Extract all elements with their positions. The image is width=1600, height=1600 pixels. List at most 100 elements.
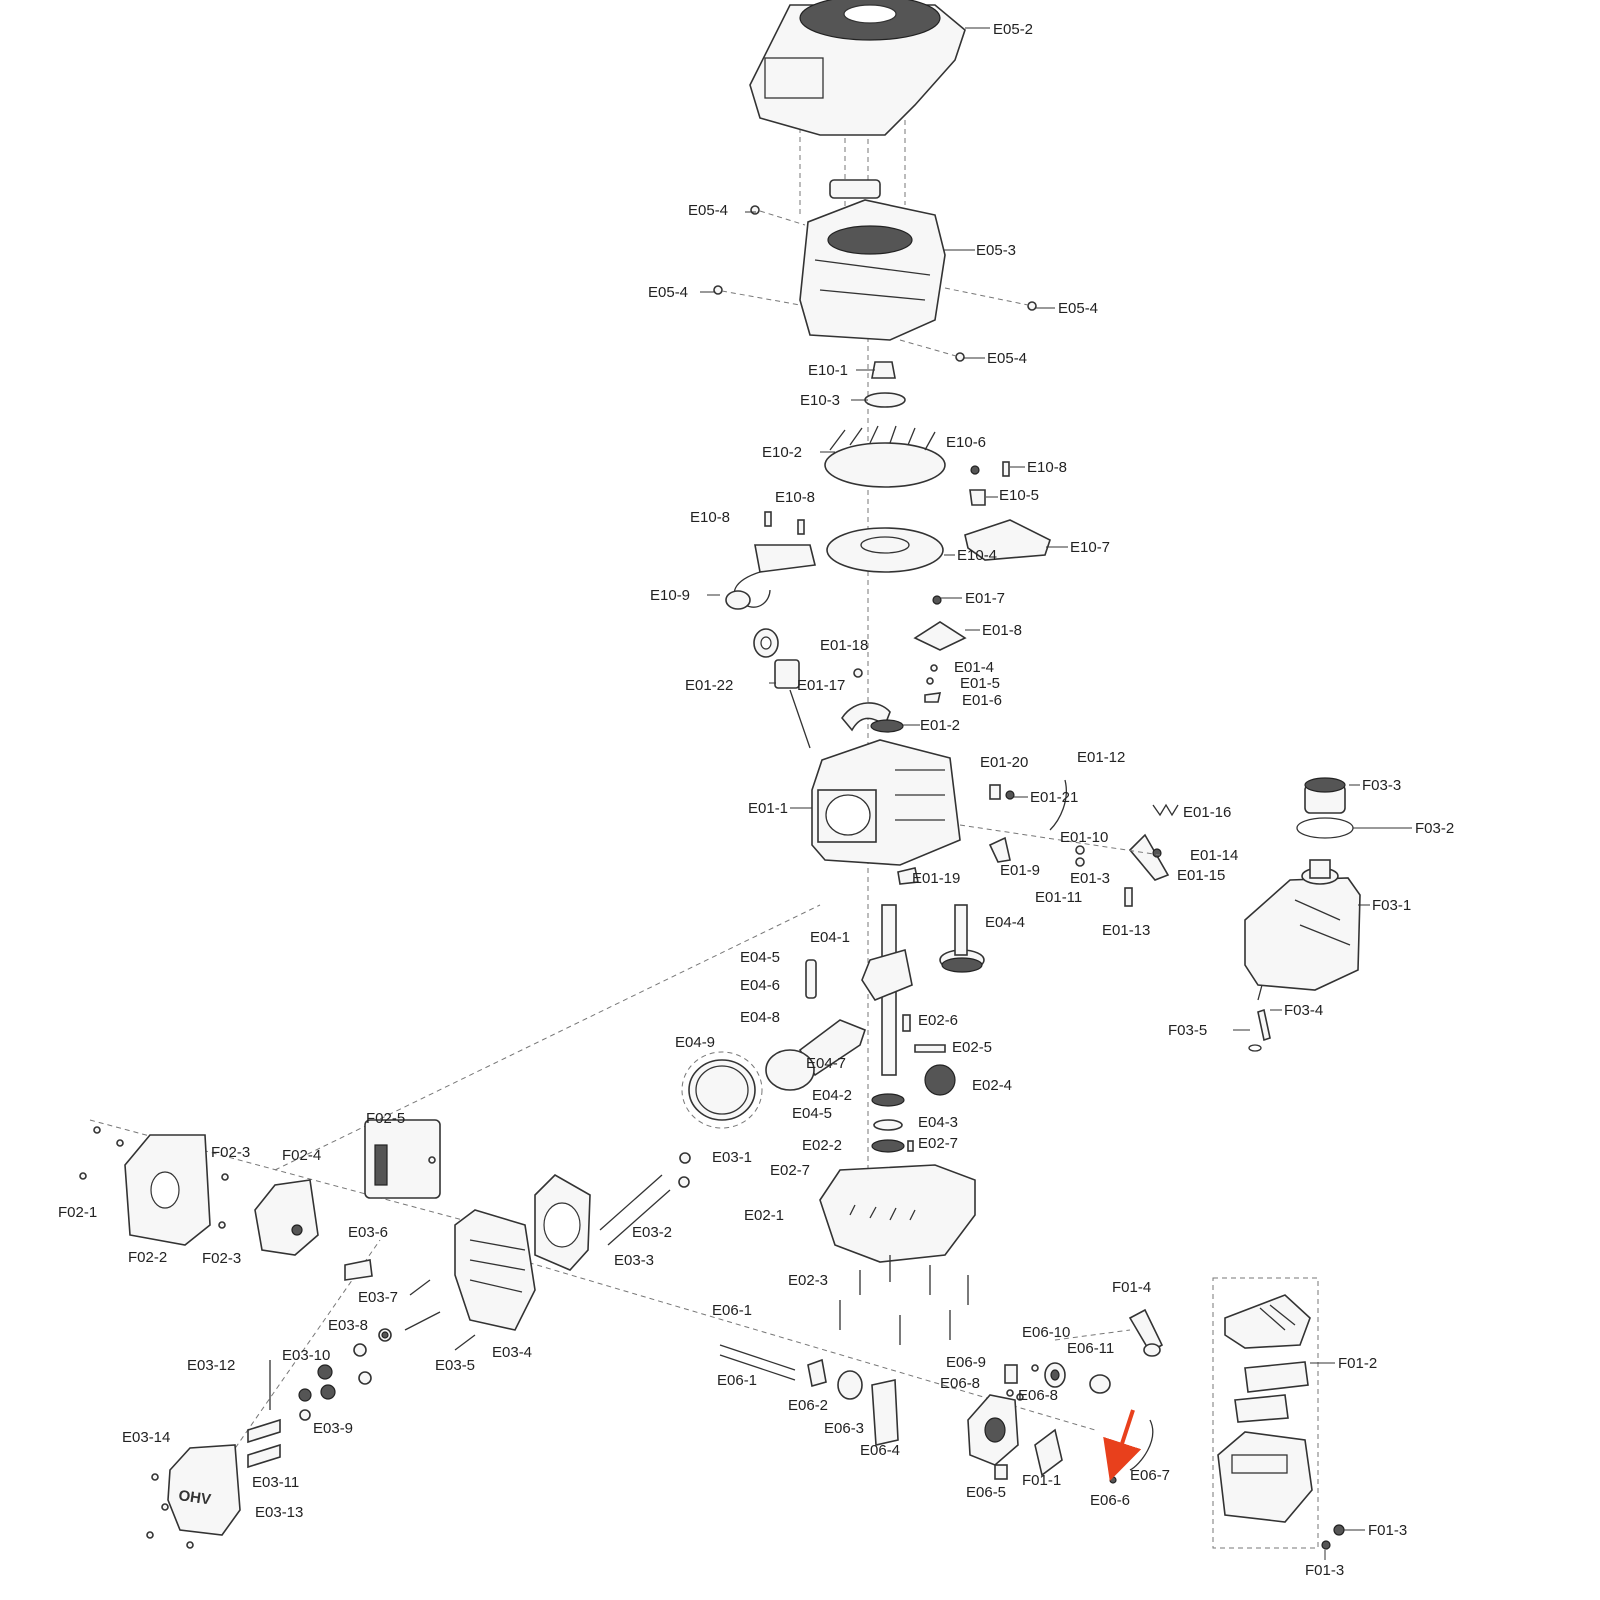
- part-label: E01-14: [1190, 847, 1238, 864]
- crankcase-sump: [819, 1164, 976, 1345]
- part-label: F01-1: [1022, 1472, 1061, 1489]
- part-label: E10-8: [775, 489, 815, 506]
- part-label: E02-3: [788, 1272, 828, 1289]
- part-label: E10-4: [957, 547, 997, 564]
- leader-lines: [700, 211, 1412, 1560]
- part-label: E03-7: [358, 1289, 398, 1306]
- assembly-axis-lines: [89, 110, 1131, 1471]
- part-label: E01-3: [1070, 870, 1110, 887]
- part-label: E02-7: [770, 1162, 810, 1179]
- part-label: E04-1: [810, 929, 850, 946]
- part-label: E03-5: [435, 1357, 475, 1374]
- part-label: F02-1: [58, 1204, 97, 1221]
- part-label: E03-11: [252, 1474, 299, 1491]
- starter-shroud: [713, 179, 1037, 362]
- part-label: E10-7: [1070, 539, 1110, 556]
- part-label: F03-2: [1415, 820, 1454, 837]
- part-label: E04-5: [792, 1105, 832, 1122]
- fuel-tank-group: [1244, 777, 1361, 1052]
- part-label: E03-9: [313, 1420, 353, 1437]
- part-label: E04-7: [806, 1055, 846, 1072]
- part-label: E01-18: [820, 637, 868, 654]
- crankshaft-group: [681, 904, 985, 1153]
- part-label: E10-3: [800, 392, 840, 409]
- part-label: E01-20: [980, 754, 1028, 771]
- part-label: E02-2: [802, 1137, 842, 1154]
- flywheel-group: [725, 361, 1051, 610]
- part-label: F01-4: [1112, 1279, 1151, 1296]
- part-label: E06-2: [788, 1397, 828, 1414]
- part-label: E05-4: [688, 202, 728, 219]
- part-label: E01-13: [1102, 922, 1150, 939]
- part-label: E04-4: [985, 914, 1025, 931]
- part-label: E01-8: [982, 622, 1022, 639]
- highlight-arrow: [1103, 1409, 1142, 1482]
- part-label: E03-2: [632, 1224, 672, 1241]
- part-label: F03-5: [1168, 1022, 1207, 1039]
- part-label: E01-7: [965, 590, 1005, 607]
- part-label: E03-6: [348, 1224, 388, 1241]
- part-label: E01-22: [685, 677, 733, 694]
- part-label: E06-5: [966, 1484, 1006, 1501]
- part-label: E05-3: [976, 242, 1016, 259]
- part-label: E10-6: [946, 434, 986, 451]
- part-label: E01-9: [1000, 862, 1040, 879]
- part-label: E02-6: [918, 1012, 958, 1029]
- part-label: E01-11: [1035, 889, 1082, 906]
- part-label: F02-2: [128, 1249, 167, 1266]
- blower-housing: [749, 0, 990, 136]
- air-filter-group: [1128, 1277, 1345, 1550]
- part-label: E03-12: [187, 1357, 235, 1374]
- ohv-logo: OHV: [177, 1487, 212, 1508]
- part-label: E03-8: [328, 1317, 368, 1334]
- muffler-group: [79, 1119, 441, 1256]
- part-label: E04-3: [918, 1114, 958, 1131]
- part-label: E10-2: [762, 444, 802, 461]
- cylinder-head-group: OHV: [146, 1152, 691, 1549]
- part-label: E06-3: [824, 1420, 864, 1437]
- part-label: E06-9: [946, 1354, 986, 1371]
- part-label: F02-4: [282, 1147, 321, 1164]
- part-label: F03-3: [1362, 777, 1401, 794]
- part-label: E10-8: [1027, 459, 1067, 476]
- part-label: E01-21: [1030, 789, 1078, 806]
- part-label: E05-4: [648, 284, 688, 301]
- part-label: E03-10: [282, 1347, 330, 1364]
- part-label: E06-8: [940, 1375, 980, 1392]
- part-label: E05-4: [987, 350, 1027, 367]
- part-label: E01-17: [797, 677, 845, 694]
- part-label: E01-10: [1060, 829, 1108, 846]
- part-label: E04-2: [812, 1087, 852, 1104]
- part-label: E04-9: [675, 1034, 715, 1051]
- part-label: E03-3: [614, 1252, 654, 1269]
- part-label: E10-5: [999, 487, 1039, 504]
- part-label: E03-14: [122, 1429, 170, 1446]
- part-label: F01-2: [1338, 1355, 1377, 1372]
- part-label: E06-4: [860, 1442, 900, 1459]
- part-label: E01-2: [920, 717, 960, 734]
- part-label: E04-6: [740, 977, 780, 994]
- part-label: E06-1: [712, 1302, 752, 1319]
- part-label: E01-19: [912, 870, 960, 887]
- part-label: F03-1: [1372, 897, 1411, 914]
- part-label: F02-3: [211, 1144, 250, 1161]
- part-label: E02-5: [952, 1039, 992, 1056]
- part-label: E04-8: [740, 1009, 780, 1026]
- part-label: E10-8: [690, 509, 730, 526]
- part-label: E10-1: [808, 362, 848, 379]
- part-label: E06-6: [1090, 1492, 1130, 1509]
- carburetor-group: [719, 1344, 1154, 1484]
- part-label: E06-1: [717, 1372, 757, 1389]
- part-label: E01-5: [960, 675, 1000, 692]
- part-label: E01-15: [1177, 867, 1225, 884]
- part-label: E06-11: [1067, 1340, 1114, 1357]
- part-label: E03-13: [255, 1504, 303, 1521]
- part-label: F02-5: [366, 1110, 405, 1127]
- part-label: F02-3: [202, 1250, 241, 1267]
- part-label: F03-4: [1284, 1002, 1323, 1019]
- part-label: F01-3: [1368, 1522, 1407, 1539]
- part-label: E01-16: [1183, 804, 1231, 821]
- part-label: E03-1: [712, 1149, 752, 1166]
- part-label: E01-6: [962, 692, 1002, 709]
